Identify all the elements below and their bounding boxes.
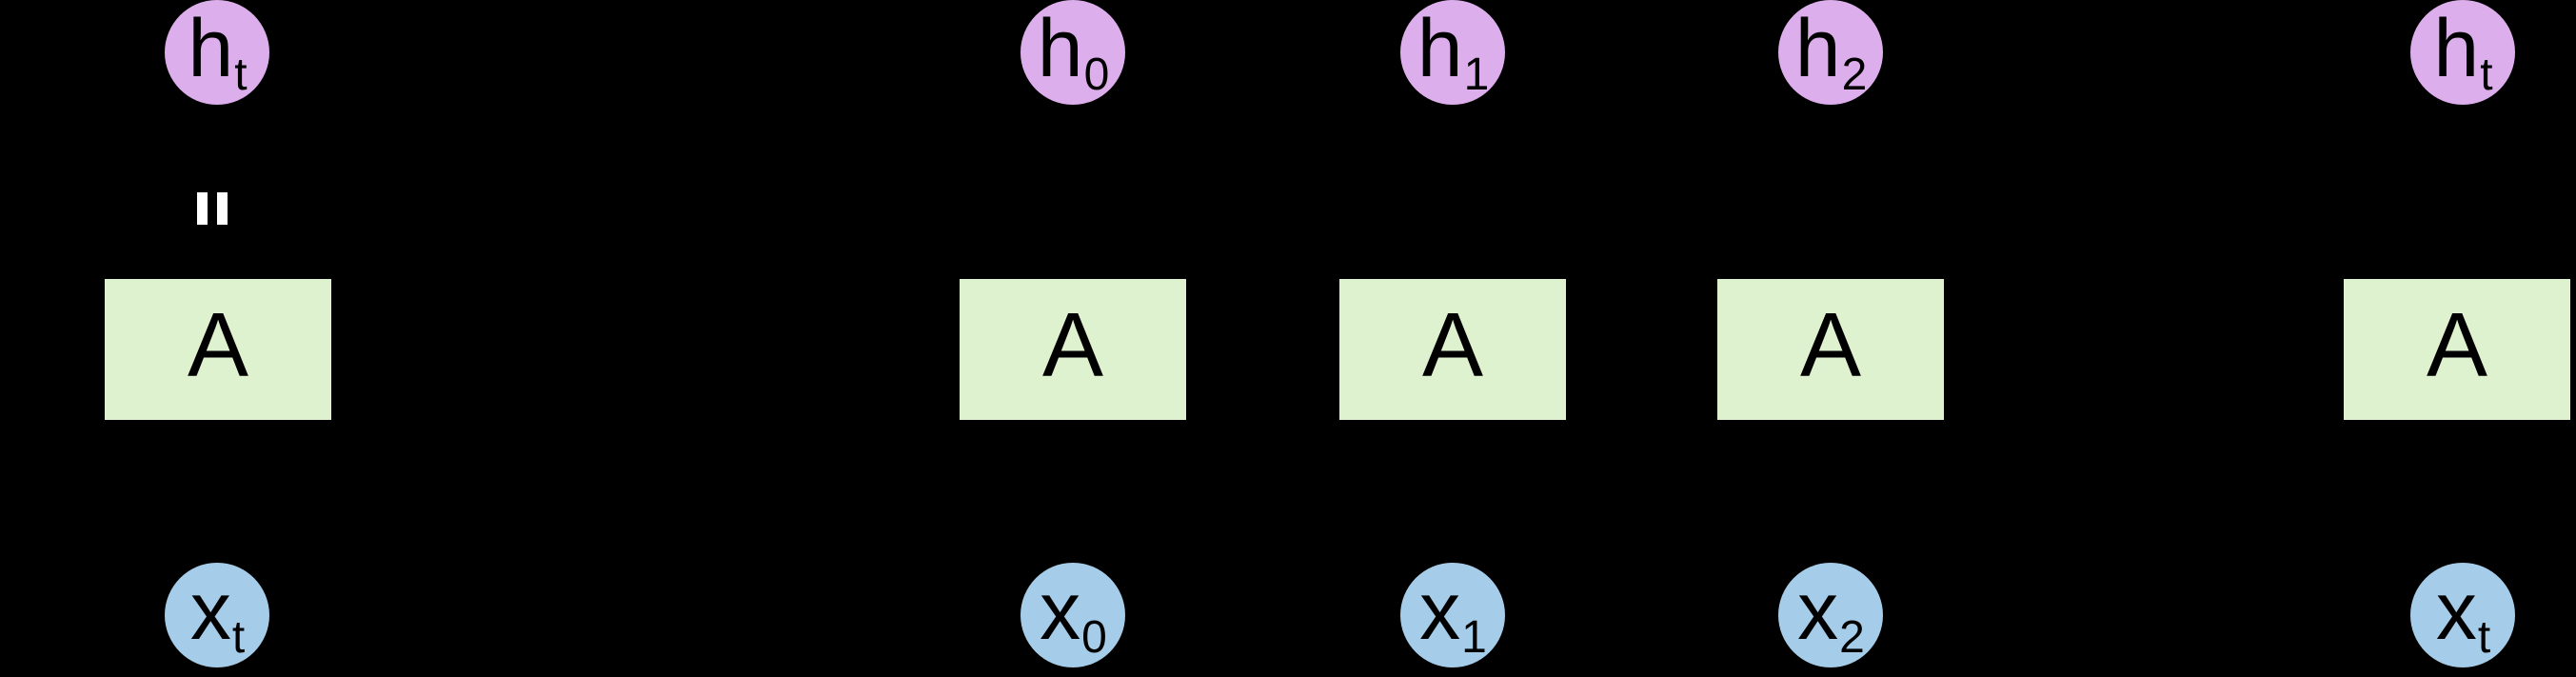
node-label: ht <box>2433 3 2493 100</box>
node-label: xt <box>2435 566 2491 663</box>
hidden-state-node-h-2[interactable]: h2 <box>1778 0 1883 105</box>
node-label: x0 <box>1040 566 1107 663</box>
rnn-cell-right[interactable]: A <box>2344 279 2570 420</box>
node-label: h1 <box>1417 3 1490 100</box>
node-label: xt <box>189 566 246 663</box>
hidden-state-node-h-1[interactable]: h1 <box>1400 0 1505 105</box>
cell-label: A <box>1421 294 1484 396</box>
cell-label: A <box>1799 294 1862 396</box>
rnn-cell-1[interactable]: A <box>1339 279 1566 420</box>
hidden-state-node-h-t-left[interactable]: ht <box>165 0 269 105</box>
cell-label: A <box>187 294 249 396</box>
equals-bar-top <box>197 192 208 225</box>
cell-label: A <box>1041 294 1104 396</box>
node-label: h2 <box>1794 3 1868 100</box>
input-node-x-t-left[interactable]: xt <box>165 563 269 667</box>
node-label: x1 <box>1419 566 1487 663</box>
equals-bar-bottom <box>217 192 228 225</box>
cell-label: A <box>2426 294 2488 396</box>
input-node-x-2[interactable]: x2 <box>1778 563 1883 667</box>
hidden-state-node-h-0[interactable]: h0 <box>1020 0 1125 105</box>
input-node-x-0[interactable]: x0 <box>1020 563 1125 667</box>
node-label: h0 <box>1037 3 1110 100</box>
rnn-cell-left[interactable]: A <box>105 279 331 420</box>
equals-sign <box>197 192 228 225</box>
input-node-x-t-right[interactable]: xt <box>2410 563 2515 667</box>
rnn-cell-2[interactable]: A <box>1717 279 1944 420</box>
rnn-cell-0[interactable]: A <box>960 279 1186 420</box>
node-label: x2 <box>1797 566 1865 663</box>
hidden-state-node-h-t-right[interactable]: ht <box>2410 0 2515 105</box>
node-label: ht <box>188 3 248 100</box>
input-node-x-1[interactable]: x1 <box>1400 563 1505 667</box>
